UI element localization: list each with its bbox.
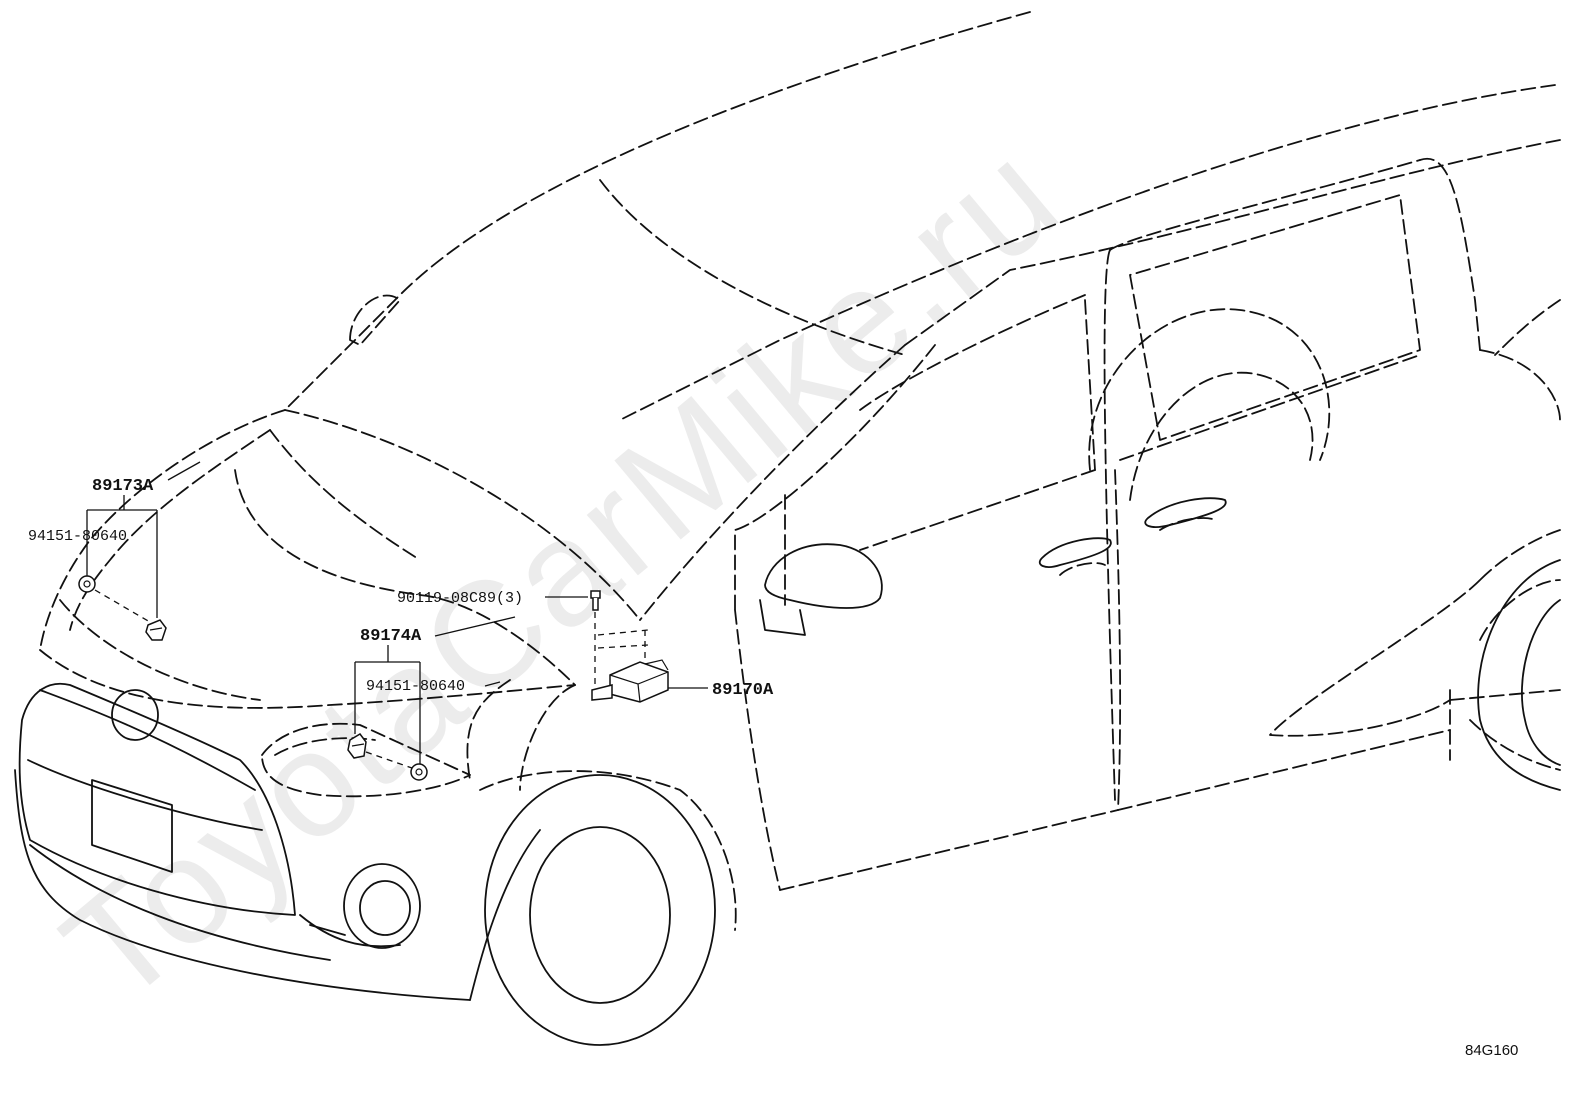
- figure-code: 84G160: [1465, 1042, 1518, 1059]
- clip-part-front-center[interactable]: [410, 763, 428, 781]
- side-mirror-outline: [759, 543, 883, 636]
- hood-outline: [39, 409, 576, 791]
- front-door-outline: [734, 469, 1451, 891]
- leader-bolt-cross-mid: [597, 644, 649, 649]
- front-wheel-outline: [469, 770, 737, 1046]
- watermark-text: ToyotaCarMike.ru: [33, 109, 1090, 1034]
- front-door-window-outline: [859, 159, 1421, 551]
- car-roof-outline: [234, 11, 1561, 621]
- rear-door-handle: [1144, 497, 1227, 528]
- label-clip-front-center: 94151-80640: [366, 678, 465, 695]
- label-bolt: 90119-08C89(3): [397, 590, 523, 607]
- clip-part-front-left[interactable]: [78, 575, 96, 593]
- sensor-part-front-left[interactable]: [145, 619, 167, 641]
- rear-wheel-outline: [1477, 559, 1561, 791]
- leader-bolt-cross-top: [597, 629, 649, 636]
- rear-arch-outline: [1088, 308, 1331, 471]
- label-clip-front-left: 94151-80640: [28, 528, 127, 545]
- leader-lines: [86, 461, 708, 764]
- label-sensor-front-left: 89173A: [92, 477, 154, 496]
- bolt-part[interactable]: [590, 590, 601, 611]
- antenna-outline: [349, 294, 401, 346]
- front-bumper-outline: [14, 769, 471, 1001]
- rear-door-outline: [1103, 157, 1481, 801]
- leader-sensor-to-clip-center: [365, 751, 413, 769]
- label-airbag-module: 89170A: [712, 681, 774, 700]
- sensor-part-front-center[interactable]: [347, 733, 367, 759]
- rear-body-outline: [1269, 299, 1561, 771]
- leader-clip-to-sensor-left: [94, 589, 156, 626]
- airbag-module-part[interactable]: [591, 659, 669, 703]
- rear-arch-inner: [1129, 371, 1314, 501]
- front-grille-outline: [18, 682, 296, 916]
- front-door-handle: [1038, 537, 1112, 568]
- label-sensor-front-center: 89174A: [360, 627, 422, 646]
